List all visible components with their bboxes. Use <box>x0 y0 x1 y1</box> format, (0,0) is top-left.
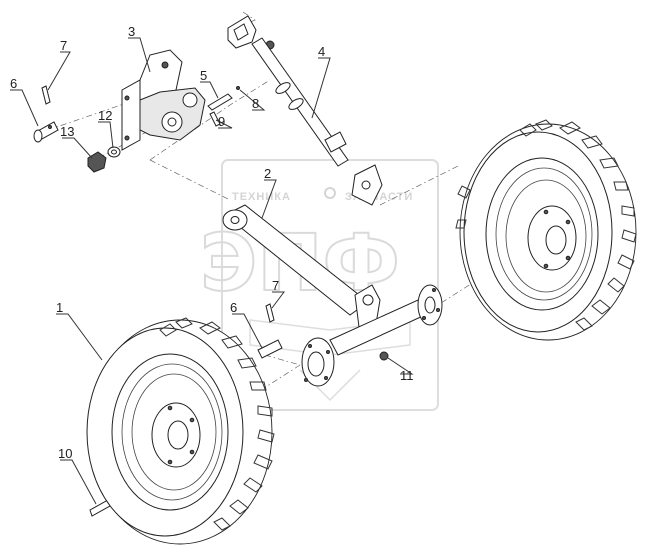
hub-right-bolt-1 <box>432 288 436 292</box>
leader-8 <box>239 89 266 111</box>
rod-sleeve <box>324 131 347 153</box>
callout-5: 5 <box>200 68 207 83</box>
axis-line-bracket <box>149 79 271 161</box>
wheel-right-stud-2 <box>565 219 571 225</box>
leader-6-lower <box>232 313 263 349</box>
leader-11 <box>387 357 414 375</box>
pin-6-upper-head <box>33 129 43 143</box>
wheel-left-stud-2 <box>189 417 195 423</box>
hub-left-bolt-3 <box>324 376 328 380</box>
wheel-left-stud-4 <box>167 459 173 465</box>
nut-13 <box>87 151 107 173</box>
callout-7-top: 7 <box>60 38 67 53</box>
rod-collar-upper <box>275 82 291 94</box>
spring-9 <box>209 111 221 127</box>
wheel-right-stud-3 <box>565 255 571 261</box>
nut-13-body <box>87 151 107 173</box>
wheel-left-tread <box>159 317 275 531</box>
washer-12-hole <box>111 149 117 155</box>
rod-clevis-slot <box>233 23 249 41</box>
wheel-right-stud-1 <box>543 209 549 215</box>
callout-10: 10 <box>58 446 72 461</box>
leader-13 <box>62 137 93 159</box>
callout-4: 4 <box>318 44 325 59</box>
hub-right-bolt-3 <box>422 316 426 320</box>
callout-2: 2 <box>264 166 271 181</box>
cotter-pin-7-lower <box>265 303 275 323</box>
rod-collar-lower <box>288 98 304 110</box>
wheel-right-rim-groove-2 <box>505 179 587 293</box>
hub-right-bolt-2 <box>436 308 440 312</box>
beam-lug-hole <box>362 294 374 306</box>
callout-3: 3 <box>128 24 135 39</box>
watermark-text-left: ТЕХНИКА <box>232 191 291 203</box>
leader-4 <box>311 57 331 119</box>
ball-8 <box>236 86 240 90</box>
cotter-pin-7-upper <box>41 85 51 105</box>
watermark-gear-icon <box>324 187 336 199</box>
leader-7-top <box>47 51 71 91</box>
bracket-hole-lower <box>124 135 130 141</box>
hub-left-bolt-4 <box>304 378 308 382</box>
callout-9: 9 <box>218 114 225 129</box>
nut-11 <box>379 351 389 361</box>
leader-12 <box>98 121 114 149</box>
beam-eye-hole <box>230 216 240 224</box>
hub-left-bolt-1 <box>308 344 312 348</box>
bracket-hole-top <box>161 61 169 69</box>
pin-6-upper-hole <box>48 125 52 129</box>
leader-7-lower <box>271 291 285 309</box>
hub-flange-left-inner <box>307 351 325 377</box>
callout-1: 1 <box>56 300 63 315</box>
wheel-left-stud-1 <box>167 405 173 411</box>
callout-8: 8 <box>252 96 259 111</box>
wheel-left-center-hole <box>167 420 189 450</box>
leader-2 <box>261 179 277 219</box>
link-rod <box>227 15 383 206</box>
wheel-right-tread <box>455 119 637 331</box>
rod-bottom-pin <box>361 180 371 190</box>
axis-line-rod-bottom <box>379 164 461 206</box>
hub-flange-right-center <box>424 296 436 314</box>
callout-leaders <box>10 37 414 505</box>
callout-6-top: 6 <box>10 76 17 91</box>
leader-5 <box>200 81 219 99</box>
axle-beam <box>222 204 443 387</box>
bracket-hole-upper <box>124 95 130 101</box>
mounting-bracket <box>121 49 206 151</box>
leader-9 <box>215 119 233 129</box>
wheel-right <box>455 119 637 341</box>
watermark-band <box>249 319 411 356</box>
leader-1 <box>56 313 103 361</box>
wheel-left <box>86 317 275 545</box>
callout-7-lower: 7 <box>272 278 279 293</box>
axis-line-pin-6 <box>47 94 151 131</box>
callout-13: 13 <box>60 124 74 139</box>
wheel-left-rim-groove-2 <box>131 373 217 491</box>
bolt-5 <box>207 93 233 111</box>
pin-6-lower <box>257 339 283 359</box>
callout-11: 11 <box>400 368 414 383</box>
leader-10 <box>60 459 97 505</box>
wheel-right-center-hole <box>545 225 567 255</box>
axis-line-pin-6b <box>264 354 301 366</box>
wheel-right-rim-groove-1 <box>495 167 593 301</box>
hub-left-bolt-2 <box>326 350 330 354</box>
axis-line-beam-2 <box>149 159 231 201</box>
wheel-right-stud-4 <box>543 263 549 269</box>
wheel-left-rim-groove-1 <box>121 363 223 501</box>
bracket-plate <box>121 79 141 151</box>
wheel-left-stud-3 <box>189 449 195 455</box>
callout-6-lower: 6 <box>230 300 237 315</box>
callout-12: 12 <box>98 108 112 123</box>
pin-6-upper <box>33 121 59 143</box>
watermark-frame <box>221 159 439 411</box>
callout-numbers: 3 4 5 7 6 12 13 8 9 2 1 6 7 11 10 <box>10 24 414 461</box>
bracket-pivot-hole <box>167 117 177 127</box>
leader-3 <box>128 37 151 73</box>
bracket-lug <box>182 92 198 108</box>
leader-6-top <box>10 89 39 127</box>
